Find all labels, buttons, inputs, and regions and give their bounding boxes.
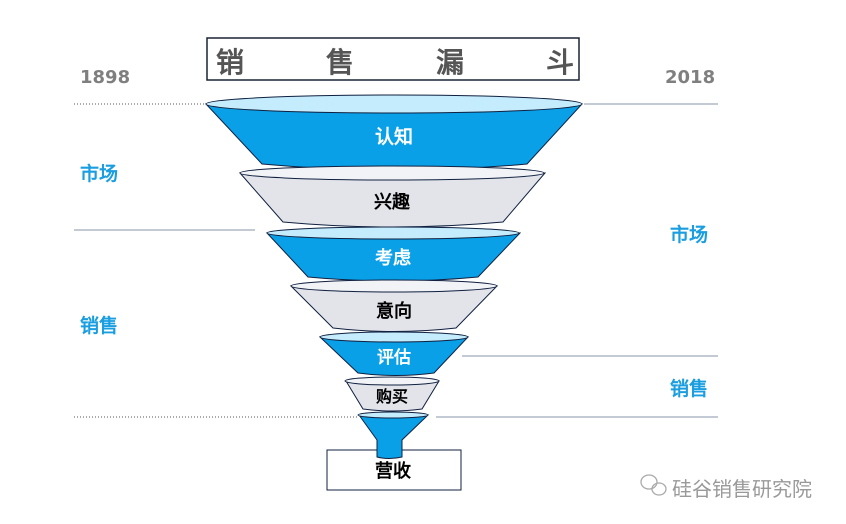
svg-text:考虑: 考虑 xyxy=(375,247,411,269)
title-box xyxy=(206,37,580,81)
svg-text:购买: 购买 xyxy=(376,387,408,406)
year-left: 1898 xyxy=(80,67,130,88)
funnel-stage-consideration: 考虑 xyxy=(265,226,522,282)
right-label-market: 市场 xyxy=(670,223,708,246)
funnel-stage-interest: 兴趣 xyxy=(238,165,547,228)
year-right: 2018 xyxy=(665,67,715,88)
funnel-stage-awareness: 认知 xyxy=(204,94,584,171)
title-char: 售 xyxy=(326,46,354,79)
left-label-market: 市场 xyxy=(80,162,118,185)
watermark-text: 硅谷销售研究院 xyxy=(672,477,812,501)
funnel-stage-purchase: 购买 xyxy=(344,376,440,412)
svg-text:认知: 认知 xyxy=(375,125,413,148)
right-label-sales: 销售 xyxy=(670,377,708,400)
funnel-stage-intent: 意向 xyxy=(289,279,499,332)
funnel-spout xyxy=(357,411,430,459)
funnel-stage-evaluation: 评估 xyxy=(318,331,470,376)
wechat-icon xyxy=(640,474,667,496)
output-label: 营收 xyxy=(375,460,411,482)
title-char: 漏 xyxy=(436,46,464,79)
svg-text:评估: 评估 xyxy=(377,347,411,368)
left-label-sales: 销售 xyxy=(80,314,118,337)
svg-text:意向: 意向 xyxy=(376,300,412,322)
title-char: 销 xyxy=(216,46,244,79)
svg-text:兴趣: 兴趣 xyxy=(374,192,411,213)
title-char: 斗 xyxy=(546,46,574,79)
